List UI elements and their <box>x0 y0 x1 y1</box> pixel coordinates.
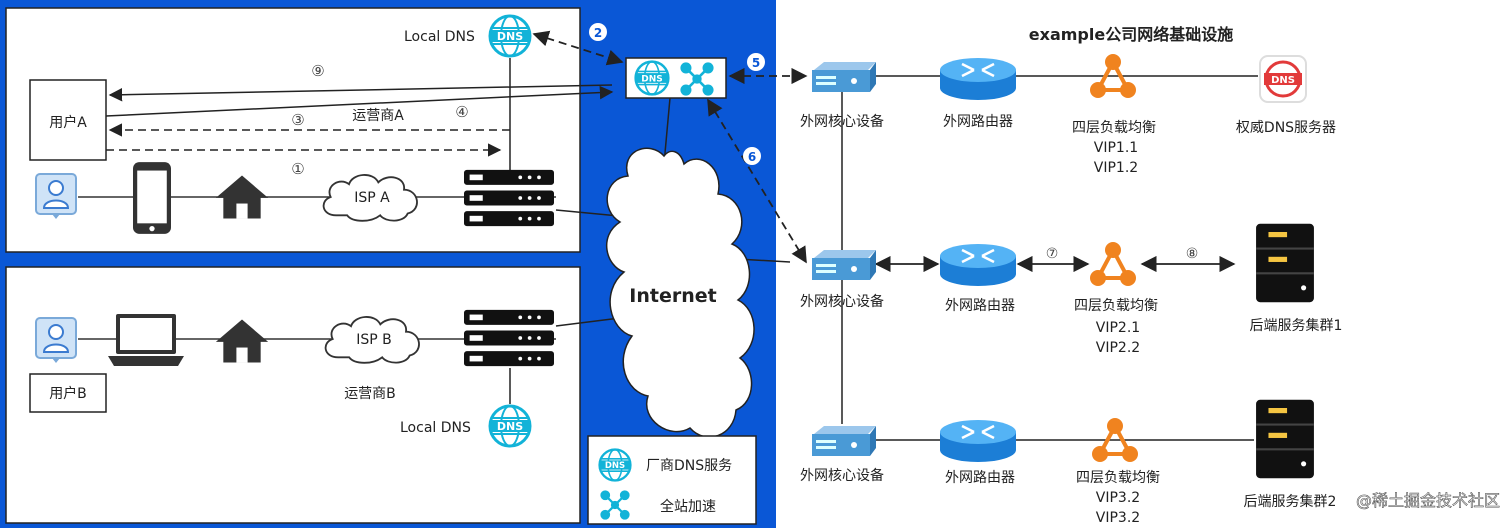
row-1-vip-2: VIP1.2 <box>1094 160 1138 176</box>
dns-icon <box>488 404 532 448</box>
user-a-icon <box>35 173 77 220</box>
step-6: 6 <box>748 150 756 164</box>
step-1: ① <box>291 160 304 178</box>
local-dns-b-label: Local DNS <box>400 420 471 436</box>
row-1-core-label: 外网核心设备 <box>800 113 884 130</box>
legend-dns-label: 厂商DNS服务 <box>646 458 732 474</box>
row-3-lb-label: 四层负载均衡 <box>1076 470 1160 486</box>
step-3: ③ <box>291 111 304 129</box>
step-9: ⑨ <box>311 62 324 80</box>
arrow-step-9 <box>108 84 613 102</box>
row-3-vip-1: VIP3.2 <box>1096 490 1140 506</box>
row-2-vip-1: VIP2.1 <box>1096 320 1140 336</box>
core-switch-icon <box>812 250 876 280</box>
dns-icon <box>634 60 670 96</box>
row-3-vip-2: VIP3.2 <box>1096 510 1140 526</box>
router-icon <box>938 418 1018 464</box>
dns-icon <box>598 448 632 482</box>
carrier-a-label: 运营商A <box>352 108 404 124</box>
dns-icon <box>488 14 532 58</box>
watermark: @稀土掘金技术社区 <box>1356 491 1500 510</box>
isp-server-icon <box>464 309 554 367</box>
user-b-label: 用户B <box>49 385 87 402</box>
phone-icon <box>133 162 171 234</box>
row-2-router-label: 外网路由器 <box>945 298 1015 314</box>
isp-a-label: ISP A <box>354 190 390 206</box>
arrow-step-6 <box>707 98 807 264</box>
step-4: ④ <box>455 103 468 121</box>
arrow-step-4 <box>105 85 614 117</box>
user-b-box <box>29 373 107 413</box>
step-2-badge <box>589 23 607 41</box>
isp-b-label: ISP B <box>356 332 392 348</box>
dns-accel-internet-link <box>663 97 671 165</box>
row-2-lb-label: 四层负载均衡 <box>1074 298 1158 314</box>
internet-label: Internet <box>629 285 716 307</box>
laptop-icon <box>108 314 184 366</box>
row-3-router-label: 外网路由器 <box>945 470 1015 486</box>
core-switch-icon <box>812 426 876 456</box>
step-2: 2 <box>594 26 602 40</box>
diagram-title: example公司网络基础设施 <box>1029 25 1233 44</box>
local-dns-a-label: Local DNS <box>404 29 475 45</box>
row-3-end-label: 后端服务集群2 <box>1244 493 1337 510</box>
isp-server-icon <box>464 169 554 227</box>
server-cluster-icon <box>1254 398 1316 480</box>
authoritative-dns-icon <box>1258 54 1308 104</box>
core-switch-icon <box>812 62 876 92</box>
router-icon <box>938 242 1018 288</box>
server-cluster-icon <box>1254 222 1316 304</box>
row-2-vip-2: VIP2.2 <box>1096 340 1140 356</box>
user-a-box <box>29 79 107 161</box>
row-2-core-label: 外网核心设备 <box>800 293 884 310</box>
step-5-badge <box>747 53 765 71</box>
carrier-b-label: 运营商B <box>344 386 396 402</box>
user-b-icon <box>35 317 77 364</box>
step-6-badge <box>743 147 761 165</box>
row-1-end-label: 权威DNS服务器 <box>1236 120 1336 136</box>
row-1-vip-1: VIP1.1 <box>1094 140 1138 156</box>
row-2-end-label: 后端服务集群1 <box>1250 317 1343 334</box>
step-8: ⑧ <box>1186 246 1199 262</box>
user-a-label: 用户A <box>49 114 87 131</box>
row-3-core-label: 外网核心设备 <box>800 467 884 484</box>
router-icon <box>938 56 1018 102</box>
legend-accel-label: 全站加速 <box>660 498 716 515</box>
arrow-step-2 <box>532 30 624 66</box>
step-7: ⑦ <box>1046 246 1059 262</box>
load-balancer-icon <box>1088 240 1138 288</box>
step-5: 5 <box>752 56 760 70</box>
row-1-router-label: 外网路由器 <box>943 114 1013 130</box>
row-1-lb-label: 四层负载均衡 <box>1072 120 1156 136</box>
